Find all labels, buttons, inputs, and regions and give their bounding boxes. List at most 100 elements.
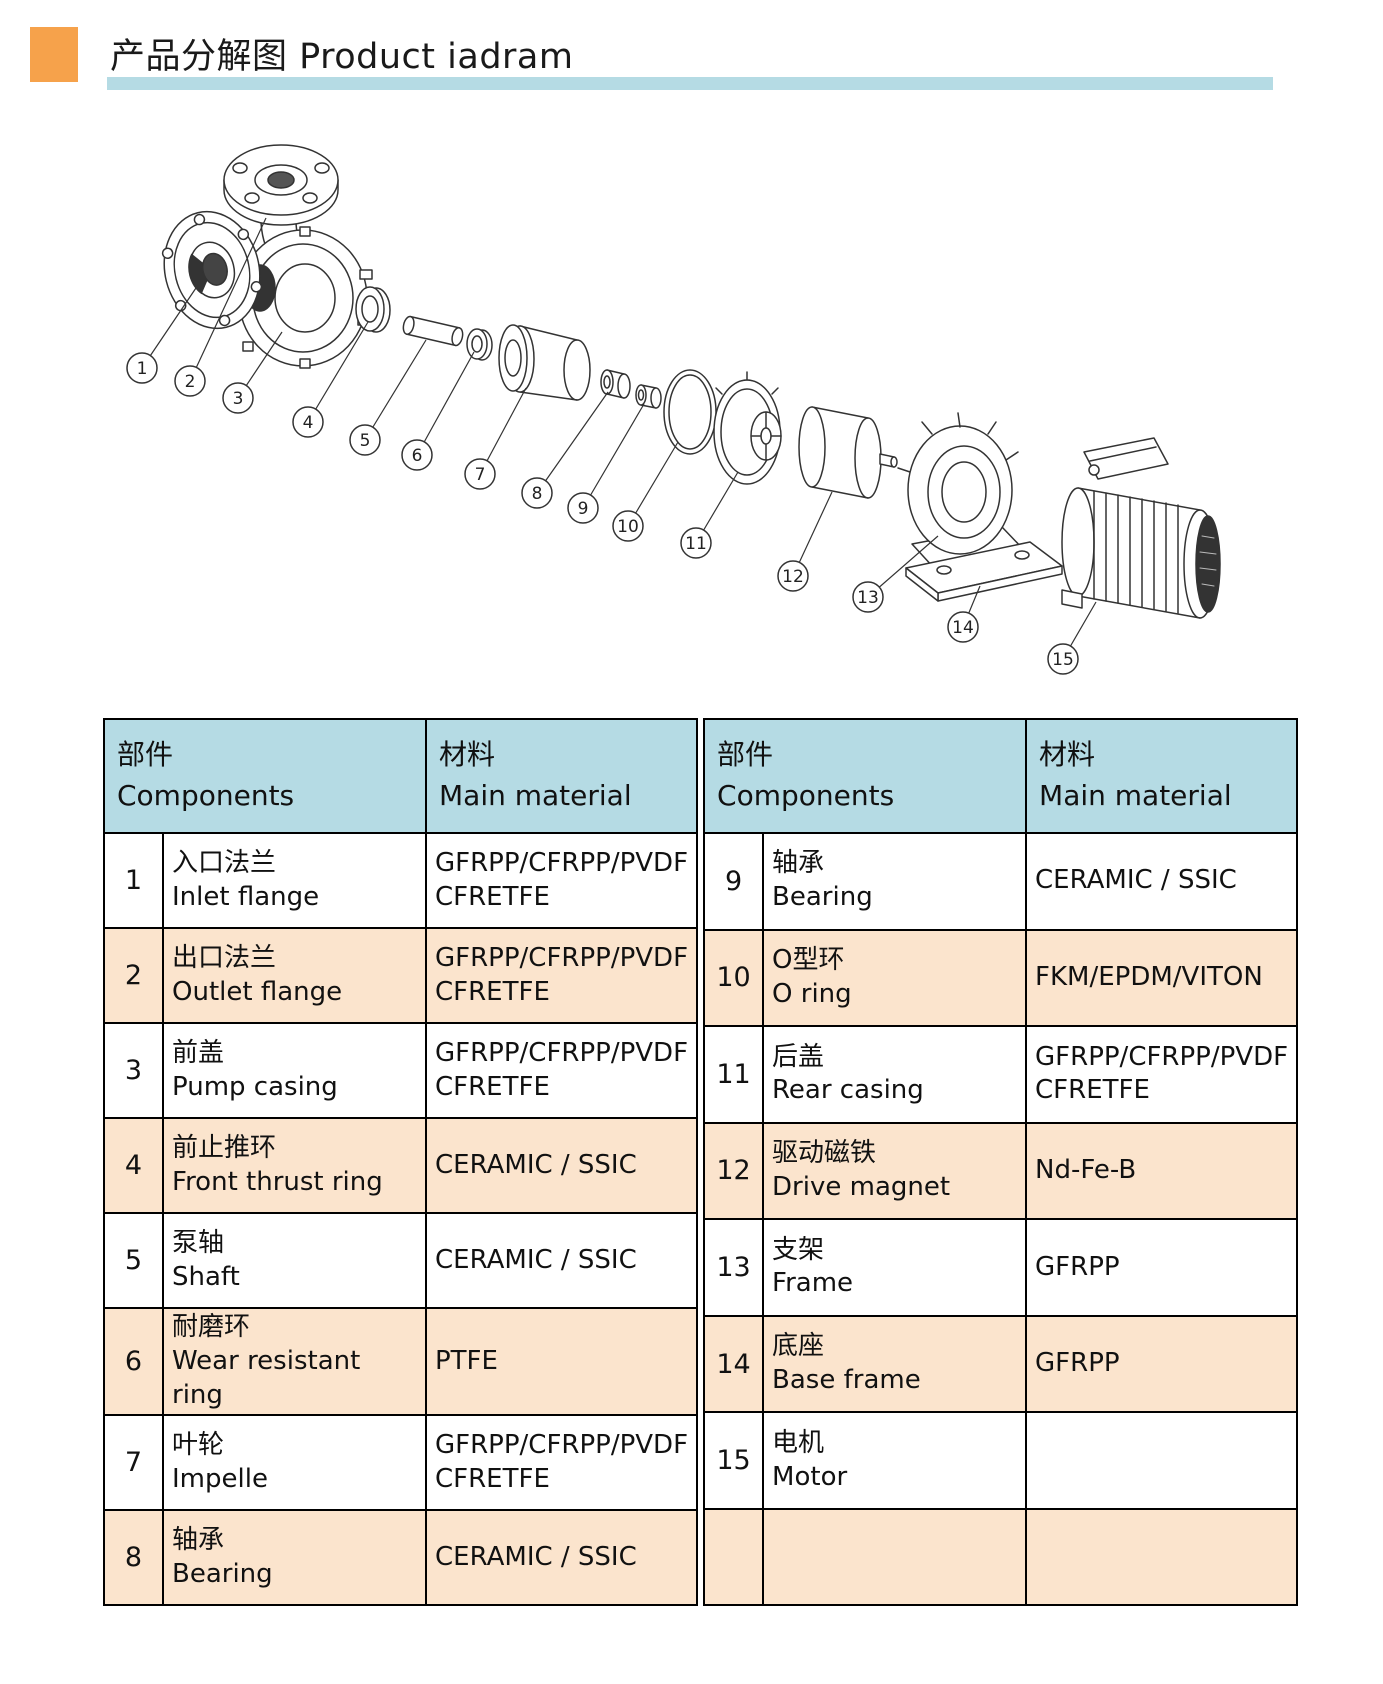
part-name-en: Impelle [172,1463,268,1494]
callout-2: 2 [174,365,206,397]
callout-number: 15 [1052,650,1074,670]
callout-number: 5 [360,431,371,451]
callout-13: 13 [852,581,884,613]
callout-12: 12 [777,560,809,592]
part-name-en: Pump casing [172,1071,338,1102]
part-number: 8 [103,1509,164,1607]
part-material: CERAMIC / SSIC [424,1509,699,1607]
callout-number: 4 [303,413,314,433]
callout-14: 14 [947,611,979,643]
part-name-en: O ring [772,978,852,1009]
callout-circle [680,527,712,559]
part-12-drive-magnet [798,406,898,499]
part-name-zh: 后盖 [772,1041,825,1072]
part-number: 6 [103,1306,164,1417]
part-14-base-frame [905,541,1063,602]
part-10-o-ring [663,369,717,455]
part-7-impeller [498,324,591,401]
callout-circle [1047,643,1079,675]
part-8-bearing [600,369,631,399]
part-name [762,1507,1028,1607]
part-6-wear-ring [466,328,493,361]
part-number: 12 [703,1121,765,1221]
part-13-frame [897,412,1025,569]
part-name-zh: 支架 [772,1234,825,1265]
part-material: GFRPP [1025,1218,1299,1317]
callout-number: 7 [475,465,486,485]
part-number: 13 [703,1218,765,1317]
part-name-zh: 前盖 [172,1037,225,1068]
part-4-front-thrust-ring [355,286,391,333]
callout-10: 10 [612,510,644,542]
callout-circle [521,477,553,509]
callout-leader-line [364,339,427,441]
callout-6: 6 [401,439,433,471]
part-name-zh: O型环 [772,945,845,976]
part-name-zh: 叶轮 [172,1430,225,1461]
orange-square-decoration [30,27,78,82]
part-name-en: Wear resistant ring [172,1345,361,1410]
part-material [1025,1507,1299,1607]
part-number: 11 [703,1025,765,1124]
callout-circle [852,581,884,613]
part-name-zh: 泵轴 [172,1227,225,1258]
part-11-rear-casing [713,371,782,485]
callout-5: 5 [349,424,381,456]
callout-leader-line [307,321,369,423]
part-name-en: Base frame [772,1365,921,1395]
callout-circle [777,560,809,592]
part-number: 1 [103,832,164,929]
part-name-en: Front thrust ring [172,1166,383,1197]
part-name-zh: 电机 [772,1427,825,1458]
callout-number: 2 [185,372,196,392]
callout-circle [174,365,206,397]
callout-number: 6 [412,446,423,466]
part-material: GFRPP/CFRPP/PVDF CFRETFE [424,927,699,1024]
part-material: Nd-Fe-B [1025,1121,1299,1221]
callout-number: 9 [578,499,589,519]
callout-circle [292,406,324,438]
part-number: 15 [703,1411,765,1510]
callout-1: 1 [126,352,158,384]
part-material: PTFE [424,1306,699,1417]
part-number: 7 [103,1414,164,1512]
part-2-outlet-flange [223,144,339,269]
callout-leader-line [416,351,475,456]
table-row [703,1507,1299,1607]
callout-circle [126,352,158,384]
callout-number: 8 [532,484,543,504]
callout-number: 11 [685,534,707,554]
part-15-motor [1061,437,1221,619]
callout-number: 10 [617,517,639,537]
part-number: 14 [703,1314,765,1414]
part-name-zh: 前止推环 [172,1132,277,1163]
part-number: 5 [103,1212,164,1309]
part-name-en: Shaft [172,1261,240,1292]
callout-11: 11 [680,527,712,559]
part-material [1025,1411,1299,1510]
part-name-en: Motor [772,1461,848,1492]
part-9-bearing [635,384,662,409]
part-name-en: Drive magnet [772,1171,951,1202]
callout-4: 4 [292,406,324,438]
part-material: CERAMIC / SSIC [1025,832,1299,931]
part-name-en: Bearing [172,1558,273,1589]
